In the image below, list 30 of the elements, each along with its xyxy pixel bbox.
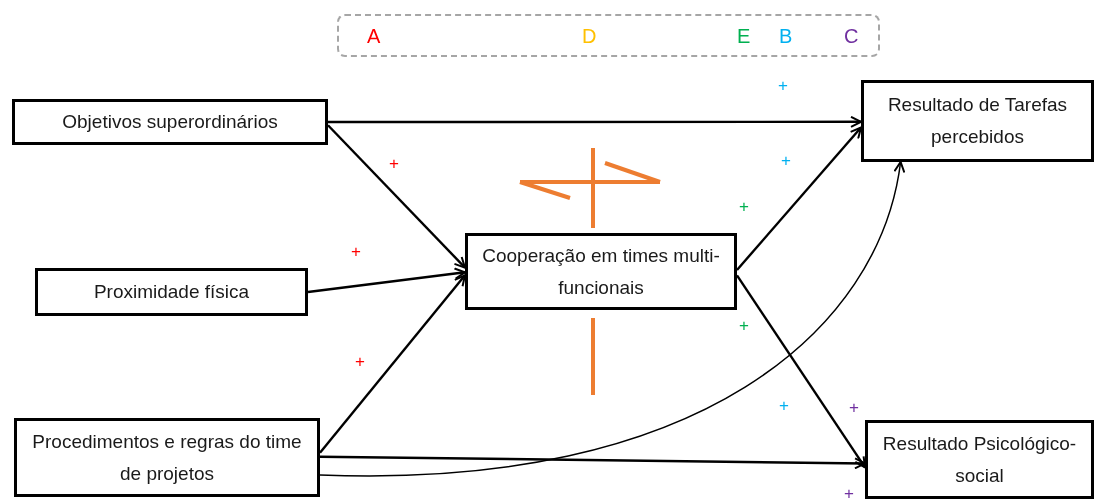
arrow	[327, 124, 466, 269]
letter-label: B	[779, 24, 793, 48]
sign-label: +	[739, 316, 749, 336]
node-text: Cooperação em times multi-funcionais	[481, 243, 721, 300]
node-text: Resultado de Tarefas percebidos	[886, 93, 1069, 149]
sign-label: +	[779, 396, 789, 416]
arrow	[319, 161, 905, 476]
arrow	[736, 126, 862, 271]
sign-label: +	[355, 352, 365, 372]
node-text: Proximidade física	[92, 280, 251, 304]
sign-label: +	[781, 151, 791, 171]
node-text: Procedimentos e regras do time de projetos	[31, 429, 303, 486]
sign-label: +	[351, 242, 361, 262]
arrow	[320, 455, 866, 470]
node-text: Resultado Psicológico-social	[881, 431, 1078, 488]
arrow	[328, 115, 862, 128]
sign-label: +	[849, 398, 859, 418]
sign-label: +	[778, 76, 788, 96]
letter-label: A	[367, 24, 381, 48]
sign-label: +	[844, 484, 854, 501]
letter-label: C	[844, 24, 859, 48]
letter-label: D	[582, 24, 597, 48]
node-text: Objetivos superordinários	[61, 110, 279, 134]
legend-frame	[337, 14, 880, 57]
letter-label: E	[737, 24, 751, 48]
arrow	[319, 274, 466, 454]
sign-label: +	[389, 154, 399, 174]
arrow	[736, 274, 866, 469]
arrow	[307, 267, 466, 294]
sign-label: +	[739, 197, 749, 217]
